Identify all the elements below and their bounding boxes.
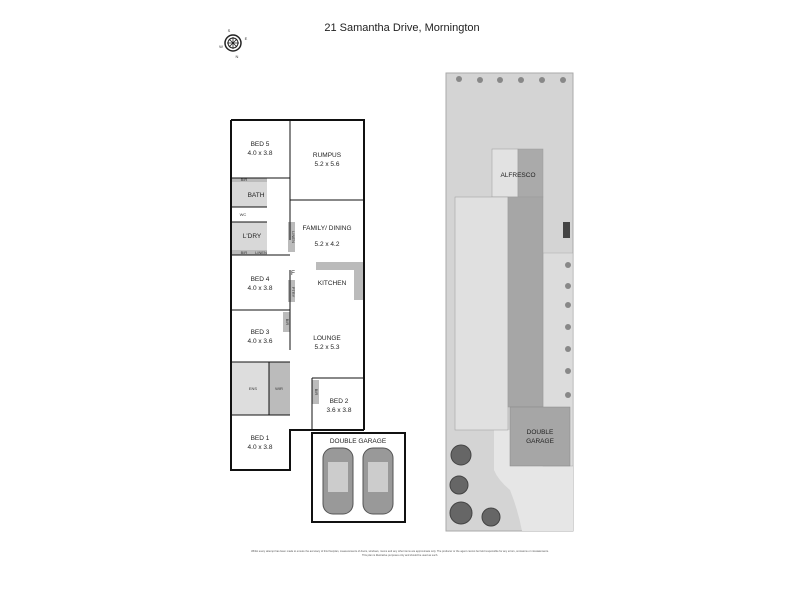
plan-label: BATH [248, 192, 265, 199]
compass-rose-icon: S E N W [219, 28, 248, 59]
plan-label: DOUBLE [527, 429, 554, 436]
plan-label: BED 1 [251, 435, 270, 442]
plan-label: KITCHEN [318, 280, 347, 287]
plan-label: 5.2 x 4.2 [315, 241, 340, 248]
plan-label: BED 4 [251, 276, 270, 283]
plan-label: E [245, 36, 248, 41]
plan-label: BIR [241, 250, 248, 255]
plan-label: N [236, 54, 239, 59]
plan-label: 4.0 x 3.6 [248, 338, 273, 345]
disclaimer-text: Whilst every attempt has been made to en… [251, 550, 549, 557]
plan-label: ALFRESCO [500, 172, 535, 179]
plan-label: DOUBLE GARAGE [330, 438, 387, 445]
plan-label: S [228, 28, 231, 33]
plan-label: BED 3 [251, 329, 270, 336]
property-address-title: 21 Samantha Drive, Mornington [324, 22, 480, 34]
plan-label: 4.0 x 3.8 [248, 444, 273, 451]
plan-label: ENS [249, 386, 258, 391]
plan-label: WC [240, 212, 247, 217]
plan-label: FAMILY/ DINING [303, 225, 352, 232]
plan-label: BIR [314, 389, 319, 396]
car-icon [362, 447, 394, 515]
plan-label: WIR [275, 386, 283, 391]
plan-label: BIR [241, 177, 248, 182]
plan-label: RUMPUS [313, 152, 342, 159]
plan-label: 4.0 x 3.8 [248, 285, 273, 292]
site-plan: ALFRESCO DOUBLE GARAGE [445, 72, 574, 532]
plan-label: PTRY [291, 287, 296, 298]
plan-label: 4.0 x 3.8 [248, 150, 273, 157]
car-icon [322, 447, 354, 515]
floor-plan: BED 5 4.0 x 3.8 RUMPUS 5.2 x 5.6 BATH WC… [230, 119, 406, 523]
plan-label: BIR [285, 319, 290, 326]
plan-label: 5.2 x 5.3 [315, 344, 340, 351]
plan-label: BED 2 [330, 398, 349, 405]
plan-label: 3.6 x 3.8 [327, 407, 352, 414]
plan-label: 5.2 x 5.6 [315, 161, 340, 168]
plan-label: F [291, 270, 295, 277]
plan-label: W [219, 44, 223, 49]
room-label: BED 5 [251, 141, 270, 148]
shrub-icon [449, 444, 501, 527]
plan-label: GARAGE [526, 438, 554, 445]
plan-label: L'DRY [243, 233, 262, 240]
plan-label: LOUNGE [313, 335, 341, 342]
plan-label: LINEN [291, 231, 296, 243]
plan-label: LINEN [255, 250, 267, 255]
tree-icon [456, 76, 571, 398]
